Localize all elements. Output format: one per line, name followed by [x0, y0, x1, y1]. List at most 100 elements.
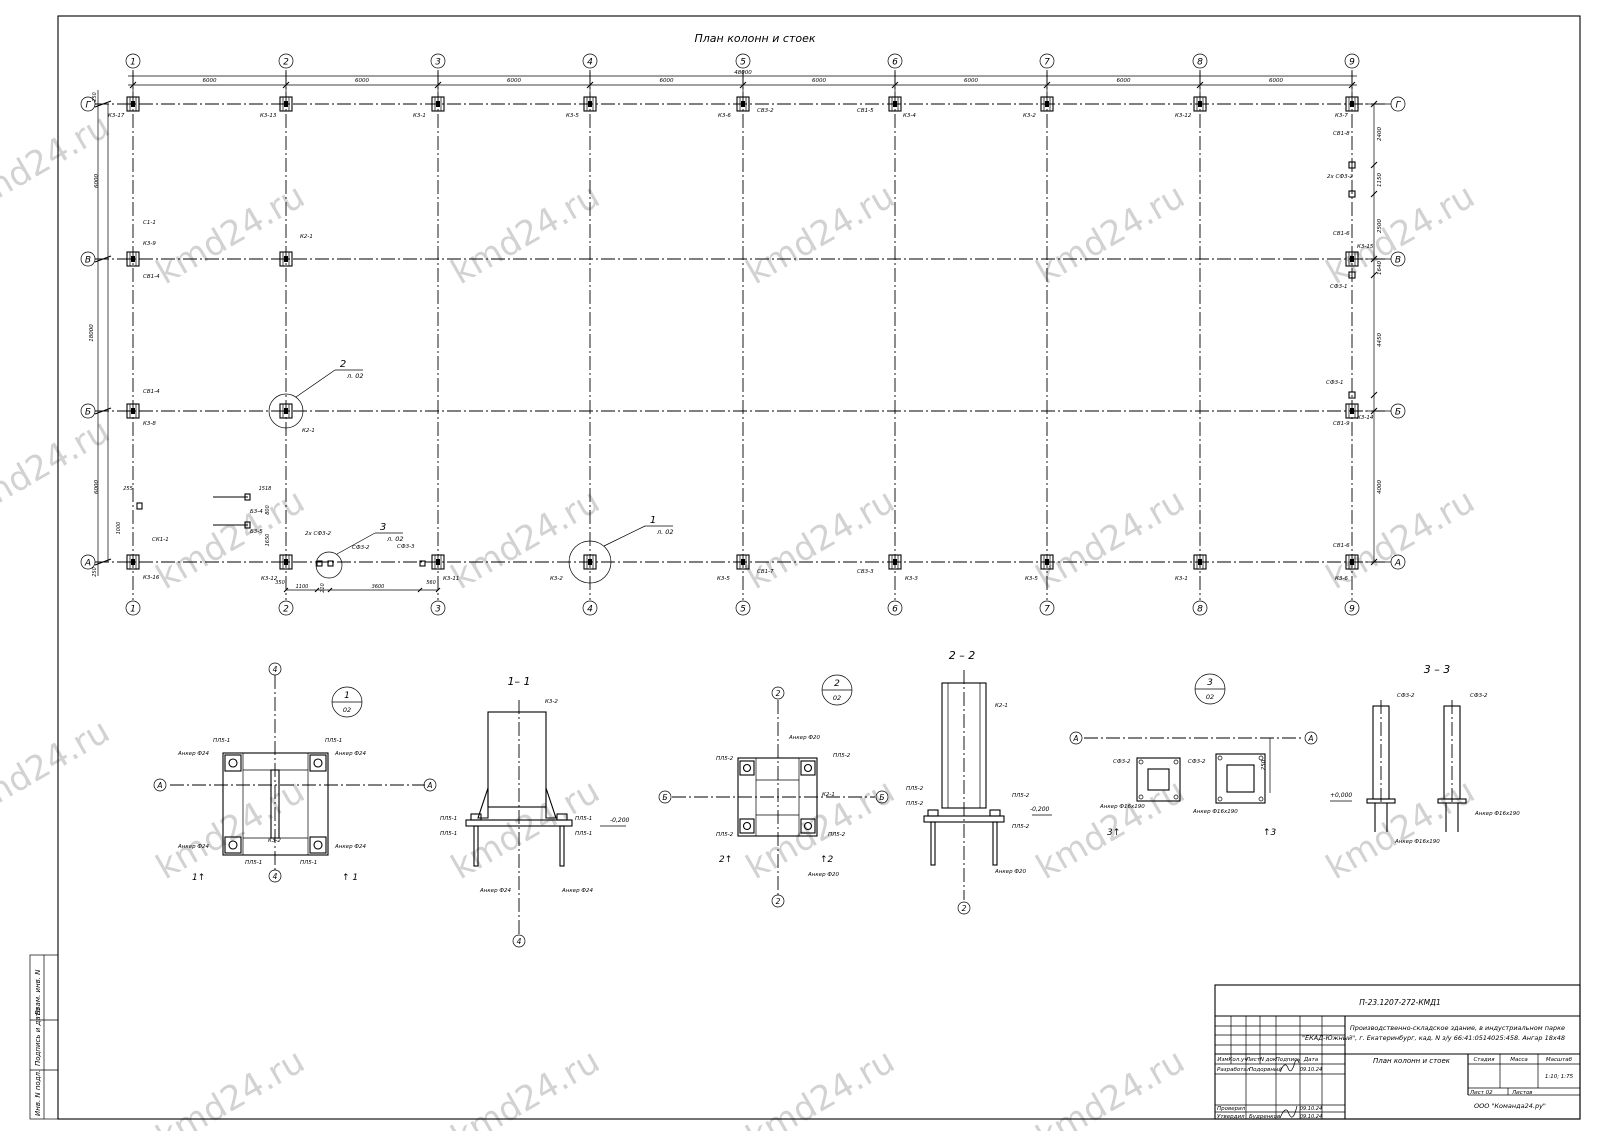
post — [1348, 391, 1356, 399]
s11-lbl: К3-2 — [545, 699, 558, 705]
axis-label-top: 5 — [740, 58, 746, 68]
hdr-izm: Изм — [1217, 1057, 1228, 1063]
detail1-web — [270, 769, 280, 839]
callout-leader — [336, 532, 376, 555]
detail2-axis-top-label: 2 — [776, 689, 781, 698]
role-dev: Разработал — [1217, 1067, 1251, 1073]
axis-label-top: 1 — [130, 58, 136, 68]
detail2-washer — [800, 818, 816, 834]
axis-label-right: Г — [1395, 101, 1401, 111]
d1-lbl: ПЛ5-1 — [213, 738, 230, 744]
d3-lbl: СФ3-2 — [1188, 759, 1206, 765]
detail1-bolt — [228, 840, 238, 850]
axis-bubble-bottom — [430, 600, 446, 616]
d2-section-right: ↑2 — [820, 855, 834, 865]
d3-section-right: ↑3 — [1263, 828, 1277, 838]
callout-num: 3 — [380, 522, 386, 533]
plan-label: СК1-1 — [152, 537, 169, 543]
dim-tick — [1370, 558, 1378, 566]
s22-lbl: ПЛ5-2 — [1012, 824, 1030, 830]
d1-lbl: ПЛ5-1 — [300, 860, 317, 866]
s11-nut — [556, 813, 568, 821]
plan-label: К3-16 — [143, 575, 160, 581]
column — [1345, 251, 1359, 267]
hdr-ndoc: N док — [1260, 1057, 1277, 1063]
plan-label: СВ3-3 — [857, 569, 874, 575]
d1-lbl: Анкер Ф24 — [177, 844, 210, 850]
dim-tick — [1370, 407, 1378, 415]
detail2-axis-right-label: Б — [879, 793, 884, 802]
s11-lbl: Анкер Ф24 — [561, 888, 594, 894]
column-core — [1198, 559, 1202, 565]
sheet-number: Лист 02 — [1469, 1090, 1493, 1096]
dim-tick — [435, 587, 441, 593]
plan-label: К2-1 — [300, 234, 313, 240]
axis-bubble-top — [278, 53, 294, 69]
axis-label-bottom: 3 — [435, 605, 441, 615]
column-core — [131, 408, 135, 414]
sheet-frame — [57, 15, 1581, 1120]
callout-ref: л. 02 — [386, 535, 404, 543]
plan-label: К3-12 — [261, 576, 278, 582]
axis-label-right: В — [1395, 256, 1401, 266]
plan-label: К3-7 — [1335, 113, 1348, 119]
column — [1040, 96, 1054, 112]
s22-axis-bubble-label: 2 — [962, 904, 967, 913]
detail3-hole — [1173, 794, 1179, 800]
column — [1193, 96, 1207, 112]
axis-bubble-left — [80, 554, 96, 570]
s33-lbl: Анкер Ф16х190 — [1474, 811, 1520, 817]
column-core — [1350, 408, 1354, 414]
detail1-bolt — [228, 758, 238, 768]
signature-2 — [1279, 1105, 1298, 1119]
plan-label: К3-1 — [1175, 576, 1188, 582]
title-block: П-23.1207-272-КМД1 Производственно-склад… — [1214, 984, 1581, 1120]
callout-circle-3 — [315, 551, 343, 579]
column-core — [1350, 101, 1354, 107]
hdr-sign: Подпись — [1276, 1057, 1301, 1063]
dim-edge-top: 250 — [92, 92, 98, 102]
d1-lbl: Анкер Ф24 — [334, 844, 367, 850]
axis-label-left: А — [84, 559, 91, 569]
column — [1345, 403, 1359, 419]
callout-circle-1 — [568, 540, 612, 584]
d1-lbl: Анкер Ф24 — [177, 751, 210, 757]
detail1-washer — [309, 754, 327, 772]
detail2-axis-bottom-label: 2 — [776, 897, 781, 906]
watermark: kmd24.ru — [740, 481, 902, 598]
post-sf — [316, 560, 323, 567]
s11-anchor — [559, 825, 565, 867]
detail1-stiffener — [242, 752, 309, 856]
drawing-title: План колонн и стоек — [695, 32, 816, 45]
axis-label-left: В — [85, 256, 91, 266]
column-core — [131, 559, 135, 565]
post — [1348, 271, 1356, 279]
d3-lbl: СФ3-2 — [1113, 759, 1131, 765]
detail2-bolt — [742, 821, 752, 831]
dim-text-right: 1640 — [1377, 261, 1383, 275]
detail3-hole — [1138, 794, 1144, 800]
axis-bubble-top — [1039, 53, 1055, 69]
column-k2-core — [284, 408, 288, 414]
plan-label: СВ1-9 — [1333, 421, 1350, 427]
stamp-sheet-title: План колонн и стоек — [1373, 1057, 1451, 1065]
detail1-axis-bottom — [268, 869, 282, 883]
column — [1345, 554, 1359, 570]
s11-baseplate — [465, 819, 573, 827]
plan-label: К3-14 — [1357, 415, 1374, 421]
column-core — [1045, 559, 1049, 565]
column — [583, 96, 597, 112]
column-core — [284, 101, 288, 107]
d1-lbl: К3-2 — [268, 838, 281, 844]
column — [126, 554, 140, 570]
axis-label-top: 7 — [1044, 58, 1050, 68]
s22-lbl: ПЛ5-2 — [906, 786, 924, 792]
detail3-axis-left-label: А — [1072, 734, 1078, 743]
detail1-axis-left — [153, 778, 167, 792]
plan-label: К3-2 — [550, 576, 563, 582]
dim-text-right: 1150 — [1377, 173, 1383, 187]
column-core — [1045, 101, 1049, 107]
axis-bubble-top — [430, 53, 446, 69]
